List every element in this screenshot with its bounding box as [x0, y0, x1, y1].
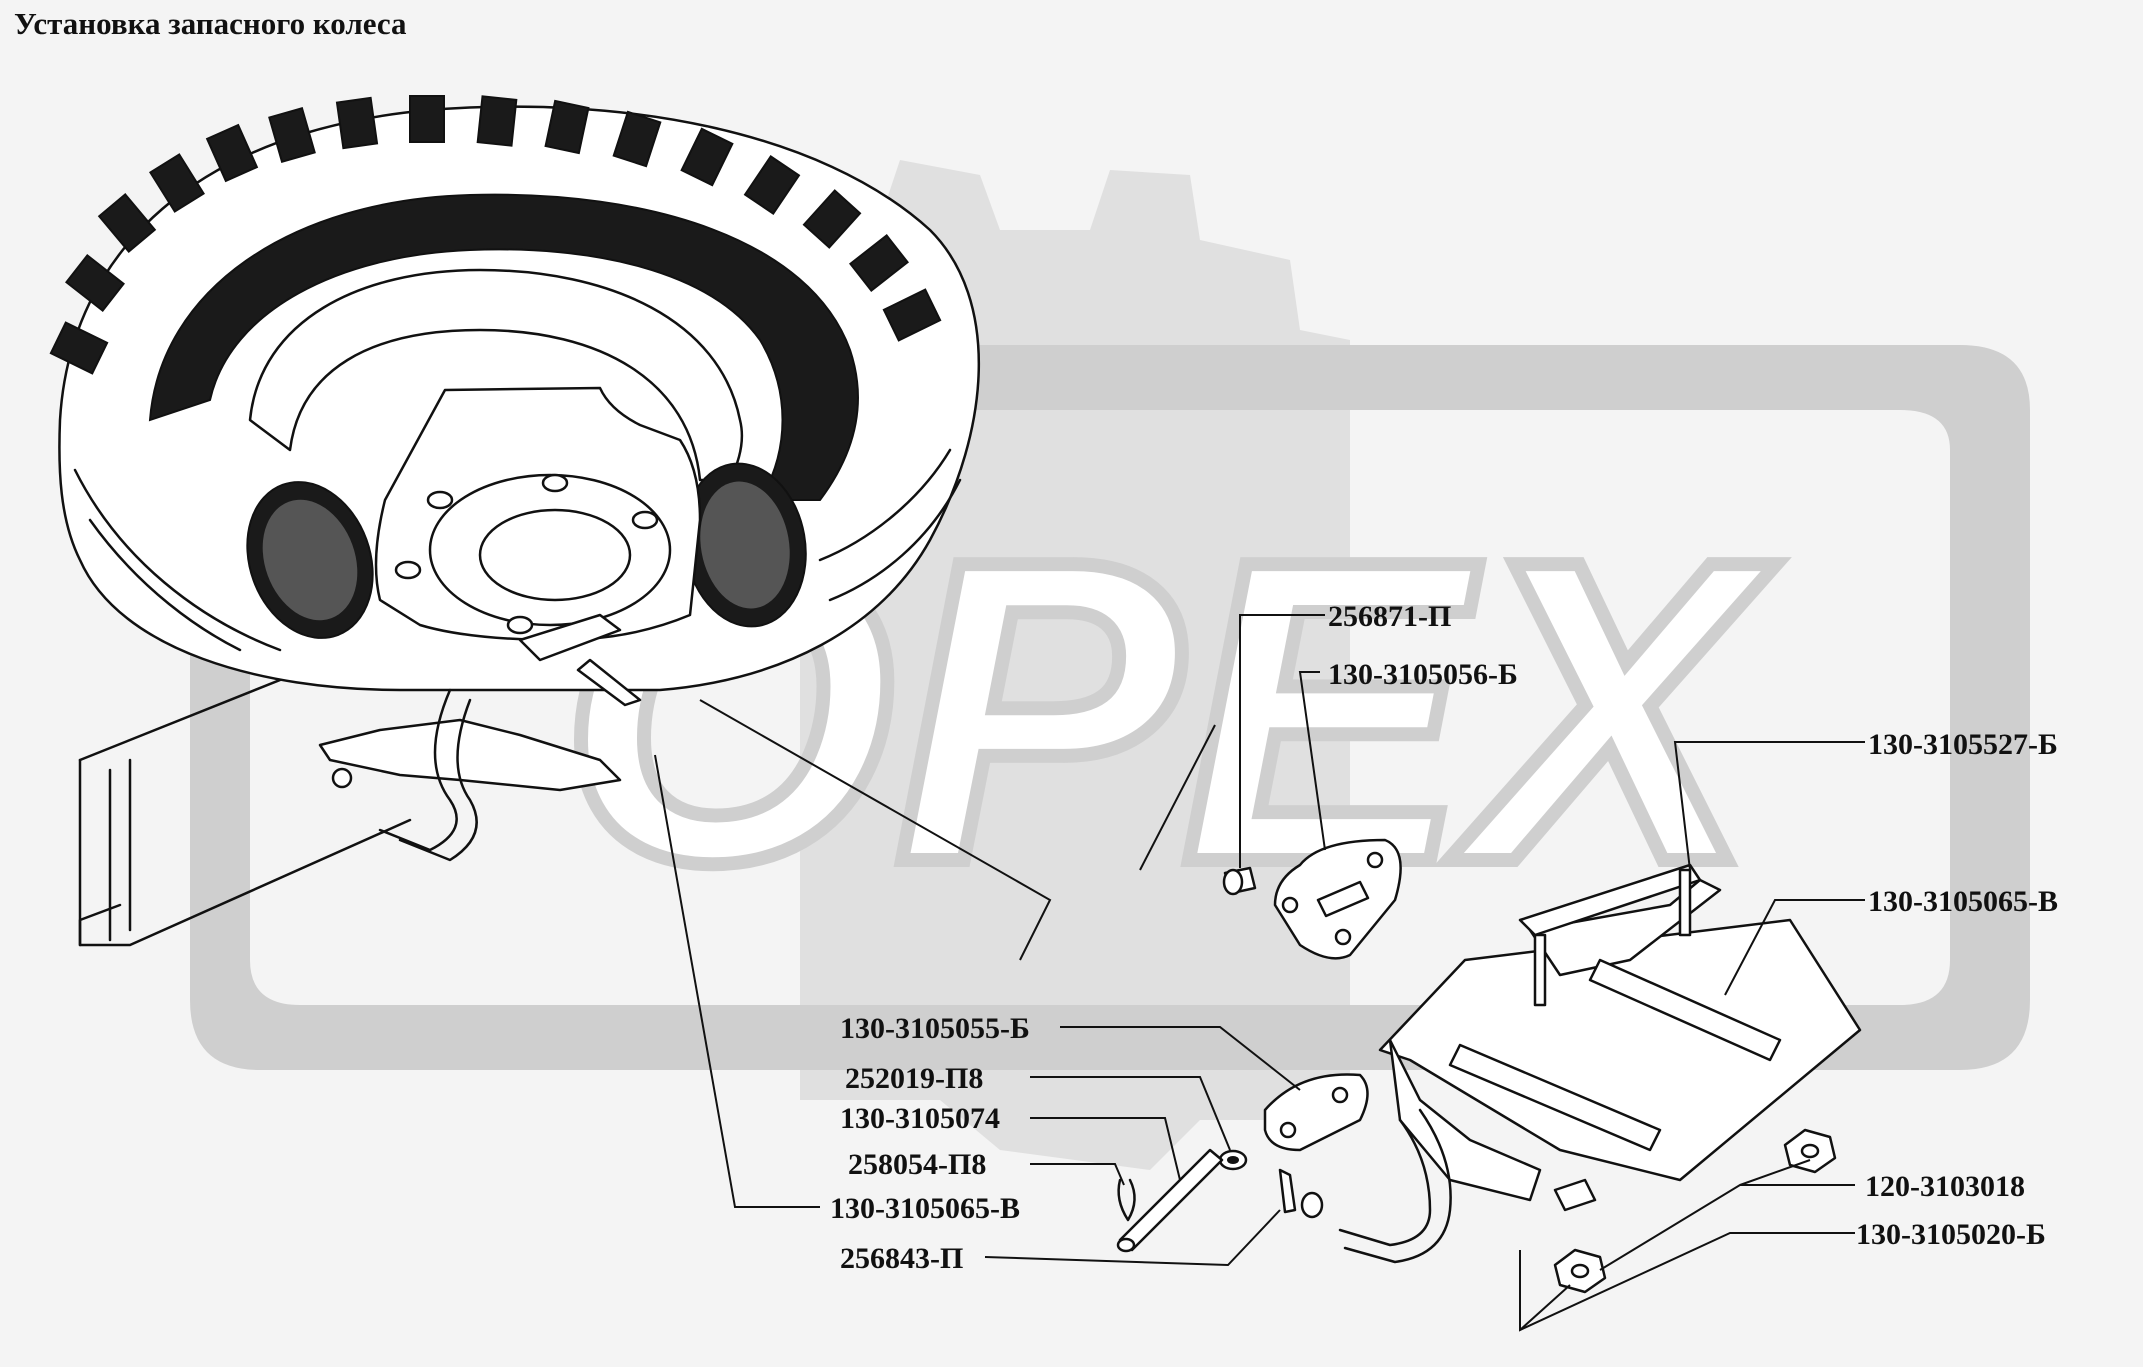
part-labels: 256871-П 130-3105056-Б 130-3105527-Б 130…: [830, 600, 2058, 1275]
label-256871-P: 256871-П: [1328, 600, 1451, 633]
main-holder-bracket: [1338, 863, 1862, 1264]
label-130-3105056-B: 130-3105056-Б: [1328, 658, 1518, 691]
leader-252019: [1030, 1076, 1231, 1151]
leader-lines: [654, 614, 1865, 1332]
label-252019-P8: 252019-П8: [845, 1062, 983, 1095]
watermark-text: OPEX: [560, 472, 1777, 952]
leader-130-3105074: [1030, 1117, 1181, 1181]
label-256843-P: 256843-П: [840, 1242, 963, 1275]
label-130-3105020-B: 130-3105020-Б: [1856, 1218, 2046, 1251]
opex-watermark: OPEX: [190, 160, 2030, 1170]
label-130-3105065-V-right: 130-3105065-В: [1868, 885, 2058, 918]
holder-bracket-left: [318, 688, 622, 862]
label-120-3103018: 120-3103018: [1865, 1170, 2025, 1203]
leader-256871: [1239, 614, 1325, 868]
small-parts: [1116, 1073, 1837, 1294]
label-130-3105074: 130-3105074: [840, 1102, 1000, 1135]
leader-130-3105527: [1673, 741, 1865, 871]
leader-130-3105065-right: [1724, 899, 1865, 996]
leader-258054: [1030, 1163, 1125, 1186]
leader-256843: [984, 1209, 1281, 1267]
leader-130-3105055: [1060, 1026, 1301, 1091]
label-130-3105527-B: 130-3105527-Б: [1868, 728, 2058, 761]
diagram-title: Установка запасного колеса: [14, 6, 407, 41]
bracket-plate: [1222, 838, 1402, 960]
leader-130-3105065-left: [654, 754, 820, 1208]
leader-130-3105056: [1298, 671, 1326, 851]
leader-120-3103018: [1599, 1184, 1855, 1271]
leader-130-3105020: [1519, 1232, 1855, 1332]
wheel-disc: [374, 386, 702, 707]
label-258054-P8: 258054-П8: [848, 1148, 986, 1181]
label-130-3105055-B: 130-3105055-Б: [840, 1012, 1030, 1045]
label-130-3105065-V-left: 130-3105065-В: [830, 1192, 1020, 1225]
